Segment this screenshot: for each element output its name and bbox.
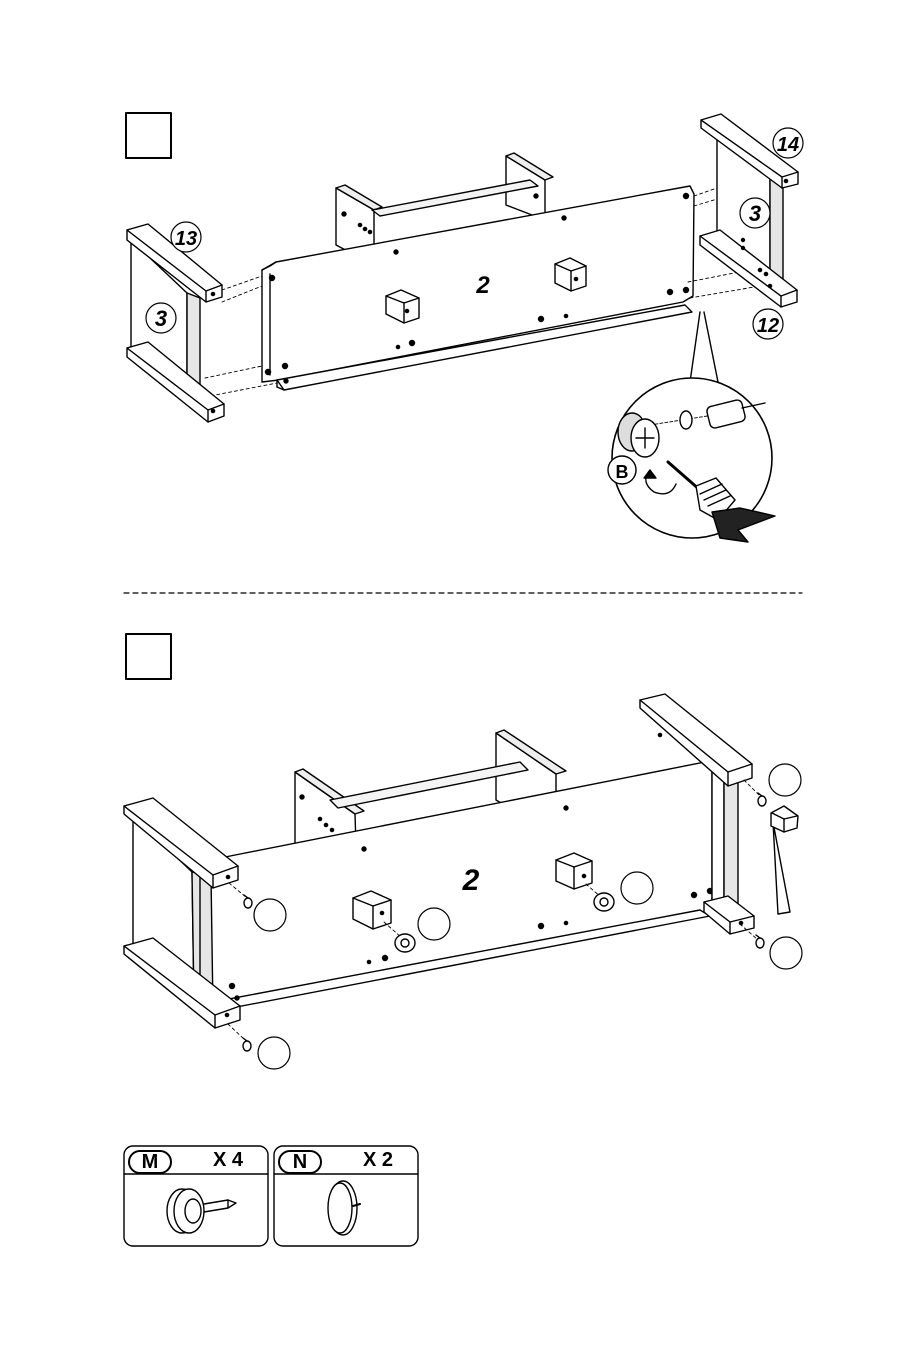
step-1-left-top-rail-label: 13: [175, 228, 197, 250]
part-n-letter: N: [278, 1150, 322, 1174]
step-2-number-box: [126, 634, 171, 679]
step-1-cam-lock-detail: B: [608, 312, 775, 542]
hammer-icon: [771, 806, 798, 914]
step-1-back-panel: 2: [262, 186, 694, 390]
step-2-back-panel-label: 2: [462, 864, 480, 897]
step-1-left-side-panel: 3 13: [127, 222, 224, 422]
part-m-quantity: X 4: [213, 1149, 243, 1172]
part-n-quantity: X 2: [363, 1149, 393, 1172]
part-m-letter: M: [128, 1150, 172, 1174]
step-1-right-side-label: 3: [749, 201, 761, 226]
step-1-right-top-rail-label: 14: [777, 134, 799, 156]
step-1-number-box: [126, 113, 171, 158]
step-1-hardware-label: B: [616, 462, 629, 482]
step-1-right-bottom-rail-label: 12: [757, 315, 779, 337]
step-1-back-panel-label: 2: [475, 272, 490, 299]
step-1-left-side-label: 3: [155, 306, 167, 331]
step-1-right-side-panel: 3 14 12: [700, 114, 803, 339]
